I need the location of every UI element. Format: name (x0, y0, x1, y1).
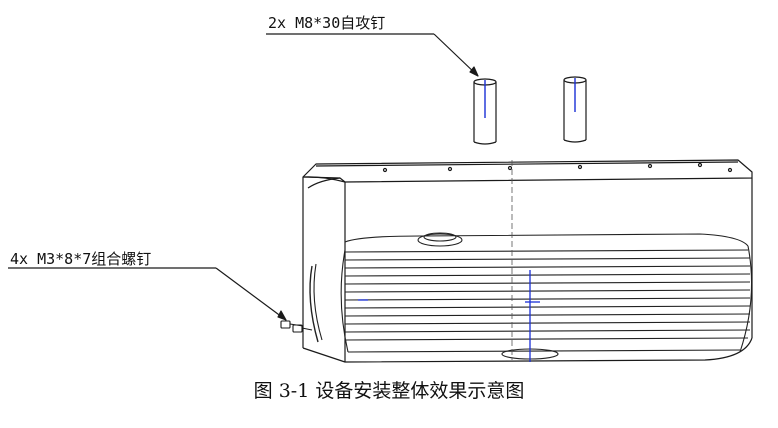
inner-device-stack (309, 160, 753, 362)
leader-left (8, 267, 287, 321)
leader-top (266, 33, 479, 77)
screw-cylinder-right (563, 76, 587, 143)
housing-outline (302, 159, 753, 363)
side-screws (280, 320, 313, 333)
figure-caption: 图 3-1 设备安装整体效果示意图 (253, 380, 525, 402)
callout-side-screws: 4x M3*8*7组合螺钉 (10, 250, 152, 268)
callout-top-screws: 2x M8*30自攻钉 (268, 14, 386, 32)
screw-cylinder-left (473, 78, 497, 145)
